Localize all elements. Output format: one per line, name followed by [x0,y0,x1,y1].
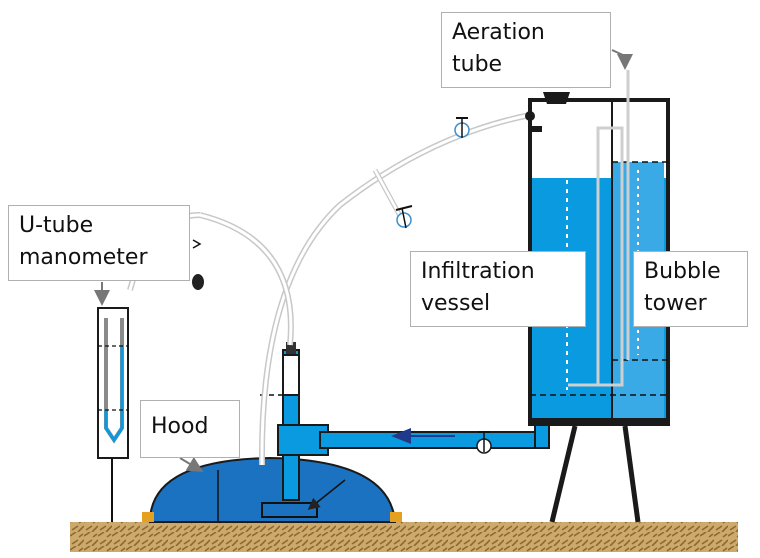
ground-soil [70,522,738,552]
supply-tube [319,417,550,454]
hood-dome [142,456,402,523]
label-bubble-tower: Bubble tower [633,251,748,327]
air-valves [192,117,470,290]
central-column [260,342,329,501]
label-infiltration-vessel: Infiltration vessel [410,251,586,327]
label-hood: Hood [140,400,240,458]
u-tube-manometer [97,307,129,522]
callout-arrows [94,49,633,473]
label-aeration-tube: Aeration tube [441,12,611,88]
label-u-tube-manometer: U-tube manometer [8,205,190,281]
